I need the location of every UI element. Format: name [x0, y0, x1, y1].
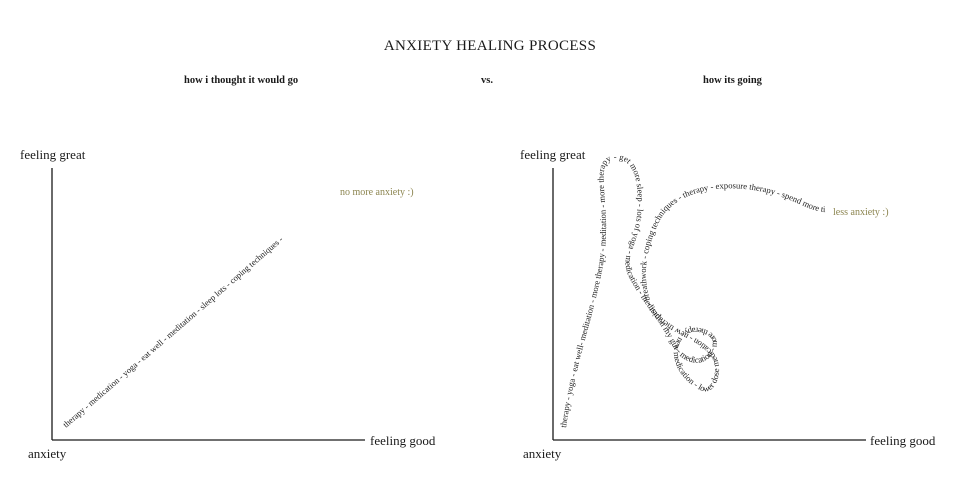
left-origin-label: anxiety — [28, 446, 67, 461]
right-chart: feeling great anxiety feeling good thera… — [0, 0, 936, 461]
right-subtitle: how its going — [703, 75, 762, 86]
left-x-end-label: feeling good — [370, 433, 436, 448]
right-goal-text: less anxiety :) — [833, 207, 889, 218]
right-path-textpath: therapy - yoga - eat well- meditation - … — [0, 0, 826, 428]
left-path-text: therapy - medication - yoga - eat well -… — [61, 234, 285, 430]
left-goal-text: no more anxiety :) — [340, 187, 414, 198]
vs-label: vs. — [481, 75, 493, 86]
left-subtitle: how i thought it would go — [184, 75, 299, 86]
right-x-end-label: feeling good — [870, 433, 936, 448]
left-path-textpath: therapy - medication - yoga - eat well -… — [61, 234, 285, 430]
right-path-text: therapy - yoga - eat well- meditation - … — [0, 0, 826, 428]
right-y-top-label: feeling great — [520, 147, 586, 162]
right-origin-label: anxiety — [523, 446, 562, 461]
left-y-top-label: feeling great — [20, 147, 86, 162]
left-chart: feeling great anxiety feeling good thera… — [20, 147, 436, 461]
page-title: ANXIETY HEALING PROCESS — [383, 38, 597, 54]
